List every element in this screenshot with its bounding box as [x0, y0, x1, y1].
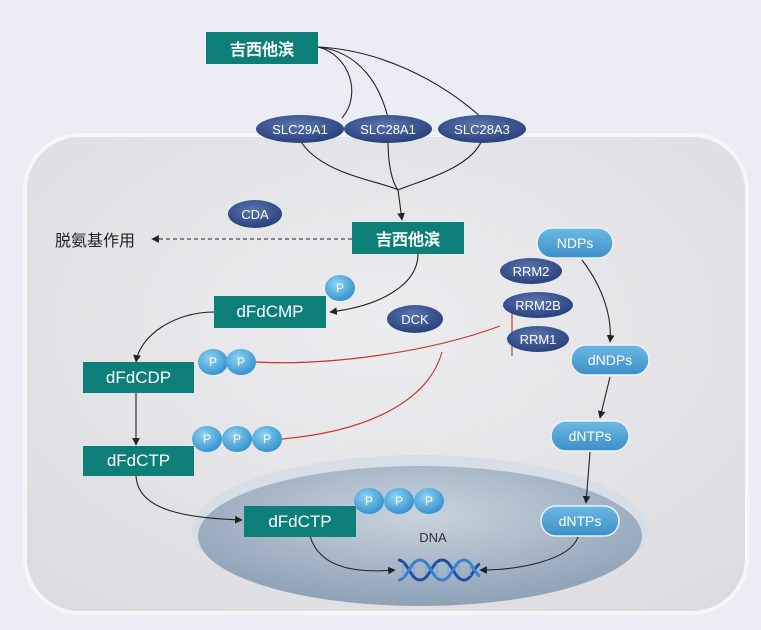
dntps-box: [550, 420, 630, 452]
gemcitabine-box-top: [206, 32, 318, 64]
slc28a3-transporter: [438, 115, 526, 143]
dfdcdp-box: [83, 362, 194, 393]
transport-lines: [299, 46, 483, 221]
dna-helix-icon: [397, 558, 481, 582]
slc29a1-transporter: [256, 115, 344, 143]
rrm2b-enzyme: [503, 292, 573, 318]
ndps-box: [536, 227, 614, 259]
gemcitabine-box-cell: [352, 222, 464, 254]
cda-enzyme: [228, 200, 282, 228]
nucleus: [198, 466, 642, 606]
metabolism-arrows: [132, 253, 615, 575]
dck-enzyme: [387, 305, 443, 333]
dndps-box: [570, 344, 650, 376]
rrm1-enzyme: [507, 326, 569, 352]
slc28a1-transporter: [344, 115, 432, 143]
dfdctp-nucleus-box: [244, 506, 356, 537]
phosphate-circles: [192, 275, 444, 514]
dfdctp-box: [83, 446, 194, 476]
dntps-nucleus-box: [540, 505, 620, 537]
rrm2-enzyme: [500, 258, 562, 284]
dfdcmp-box: [214, 296, 326, 328]
